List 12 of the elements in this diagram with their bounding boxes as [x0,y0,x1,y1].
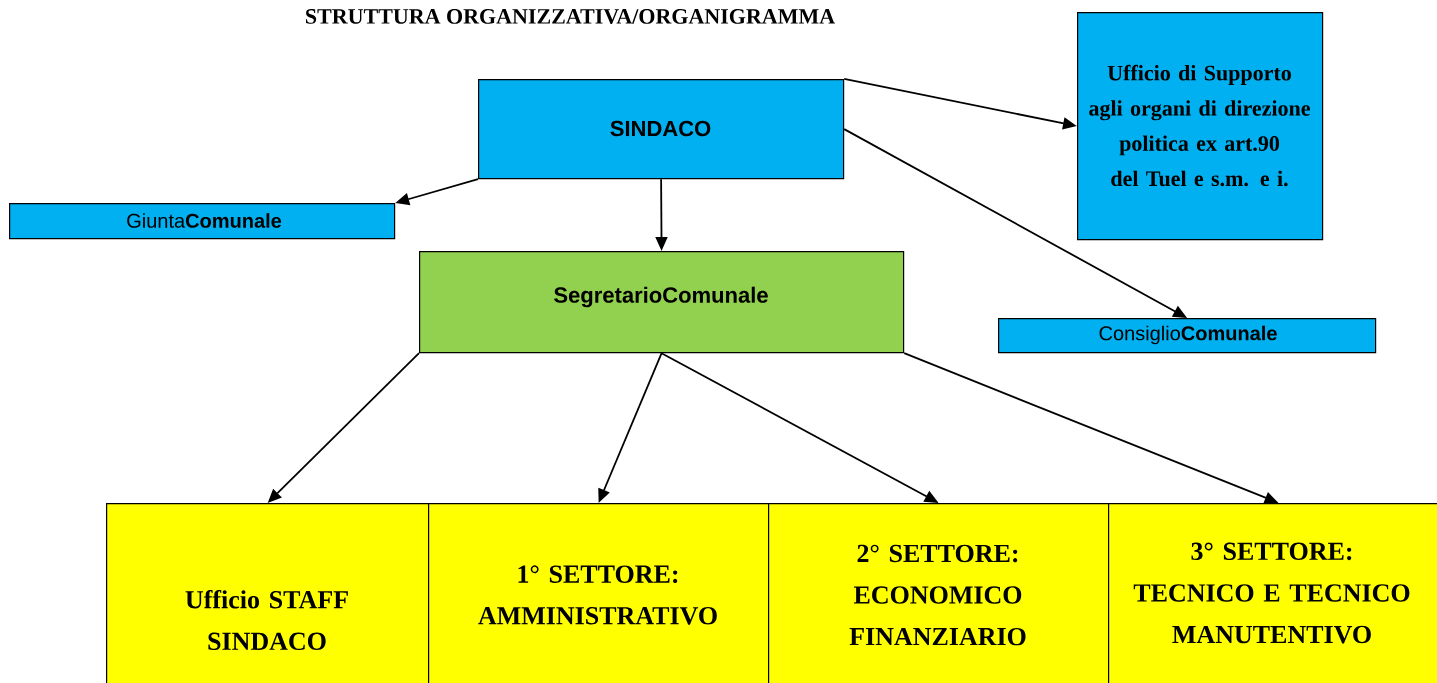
table-cell: 2° SETTORE: ECONOMICO FINANZIARIO [768,503,1110,683]
process-box: ConsiglioComunale [998,318,1377,354]
table-cell: Ufficio STAFF SINDACO [106,503,430,683]
node-label: Ufficio STAFF SINDACO [185,589,348,651]
process-box: GiuntaComunale [9,203,396,240]
table-cell: 3° SETTORE: TECNICO E TECNICO MANUTENTIVO [1108,503,1437,683]
process-box: Ufficio di Supporto agli organi di direzione politica ex art.90 del Tuel e s.m. e i. [1077,12,1324,241]
process-box: SINDACO [478,79,845,180]
node-label: 1° SETTORE: AMMINISTRATIVO [478,565,717,625]
title: STRUTTURA ORGANIZZATIVA/ORGANIGRAMMA [306,9,835,24]
table-cell: 1° SETTORE: AMMINISTRATIVO [428,503,770,683]
process-box: SegretarioComunale [419,251,905,354]
